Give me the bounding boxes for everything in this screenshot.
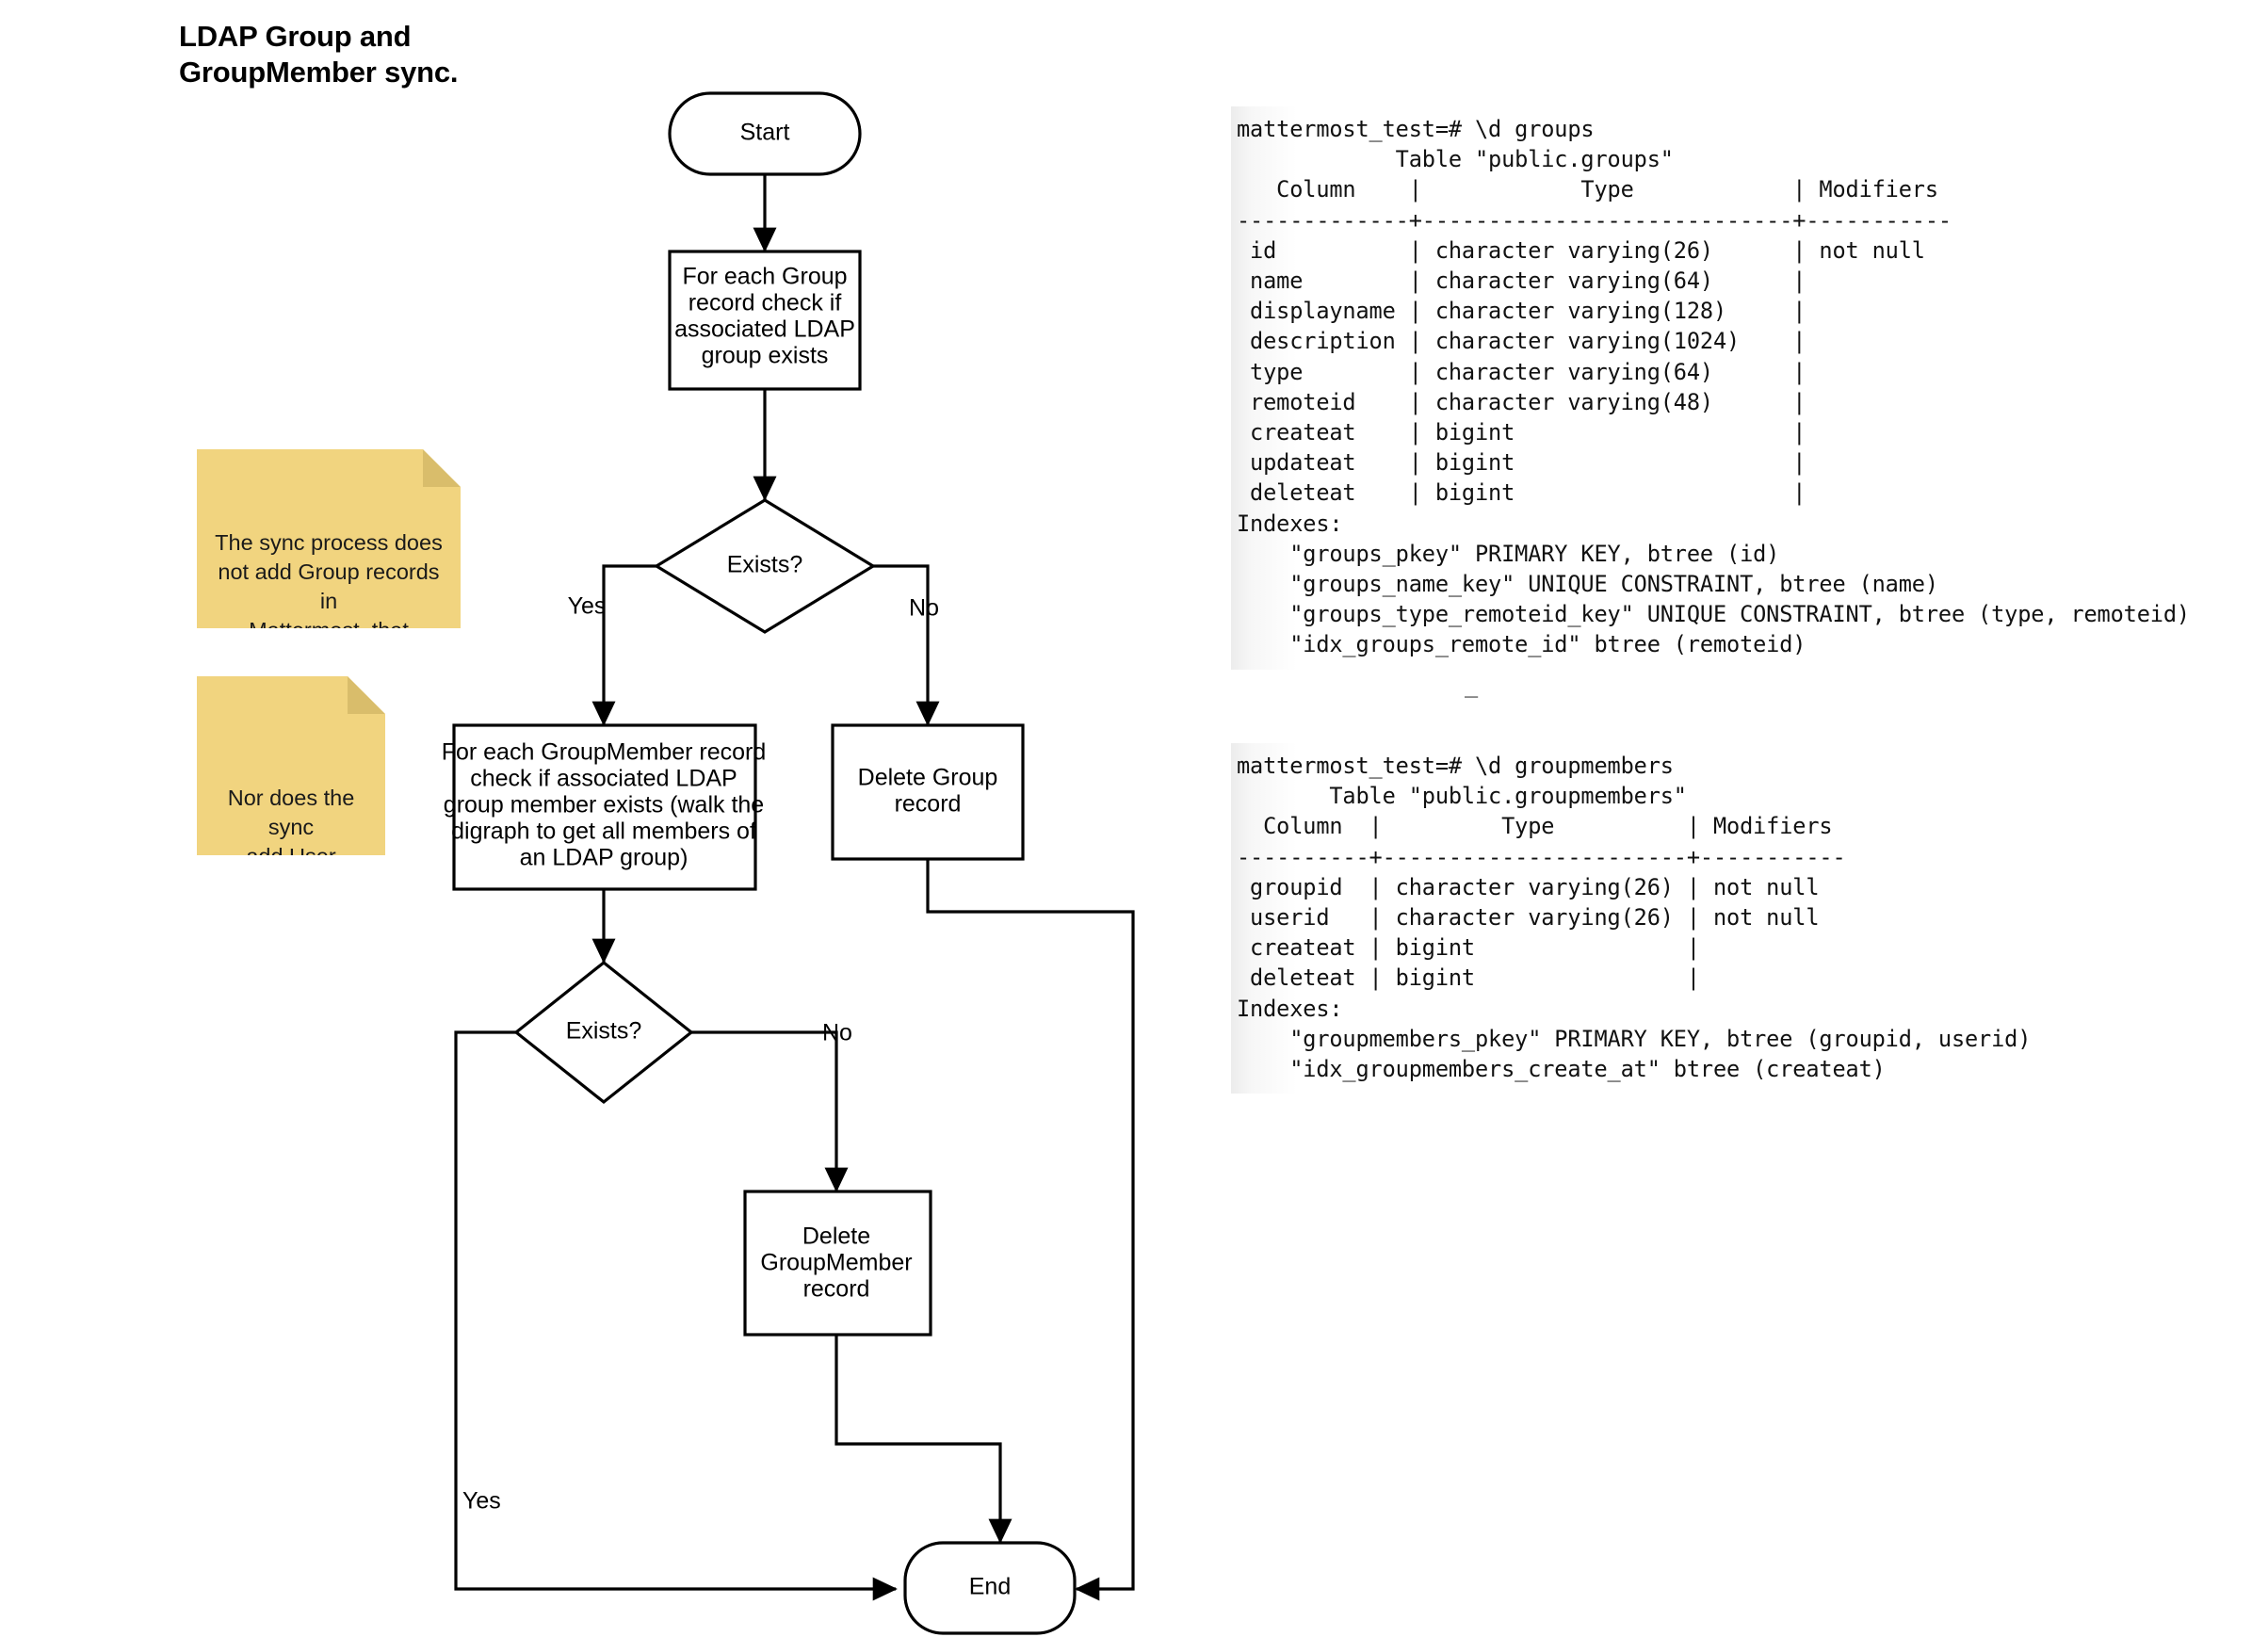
terminal-output-groupmembers: mattermost_test=# \d groupmembers Table … <box>1231 743 2031 1094</box>
node-delete-group-line1: Delete Group <box>858 765 998 791</box>
node-decision2-label: Exists? <box>566 1018 642 1045</box>
edge-label-decision2-no: No <box>822 1020 852 1046</box>
note-sync-user: Nor does the sync add User records. thos… <box>197 676 385 855</box>
edge-delete-group-to-end <box>926 859 1135 1601</box>
edge-decision1-yes <box>591 564 656 726</box>
edge-decision1-no <box>873 564 940 726</box>
node-check-groupmember[interactable]: For each GroupMember record check if ass… <box>442 723 767 891</box>
node-check-group[interactable]: For each Group record check if associate… <box>668 250 862 391</box>
node-start[interactable]: Start <box>668 91 862 176</box>
node-delete-group[interactable]: Delete Group record <box>831 723 1025 861</box>
terminal-cursor: _ <box>1465 672 1479 698</box>
node-check-groupmember-line4: digraph to get all members of <box>451 818 756 845</box>
node-delete-groupmember[interactable]: Delete GroupMember record <box>743 1190 932 1337</box>
node-decision-groupmember-exists[interactable]: Exists? <box>513 960 694 1105</box>
node-check-group-line2: record check if <box>688 290 842 316</box>
node-end[interactable]: End <box>903 1541 1077 1635</box>
node-check-group-line1: For each Group <box>682 264 847 290</box>
edge-label-decision1-no: No <box>909 595 939 622</box>
edge-label-decision1-yes: Yes <box>568 593 607 620</box>
page-title: LDAP Group and GroupMember sync. <box>179 20 459 89</box>
node-check-group-line4: group exists <box>702 343 829 369</box>
node-end-label: End <box>969 1574 1011 1600</box>
node-check-groupmember-line2: check if associated LDAP <box>470 766 737 792</box>
node-check-group-line3: associated LDAP <box>674 316 855 343</box>
edge-decision2-no <box>691 1030 849 1192</box>
node-check-groupmember-line1: For each GroupMember record <box>442 739 767 766</box>
terminal-output-groups: mattermost_test=# \d groups Table "publi… <box>1231 106 2190 670</box>
node-decision-group-exists[interactable]: Exists? <box>653 498 877 634</box>
node-delete-groupmember-line1: Delete <box>802 1224 870 1250</box>
node-delete-groupmember-line2: GroupMember <box>760 1250 912 1276</box>
node-delete-groupmember-line3: record <box>803 1276 870 1303</box>
node-start-label: Start <box>740 120 790 146</box>
edge-delete-groupmember-to-end <box>834 1334 1012 1544</box>
edge-decision2-yes-to-end <box>454 1030 898 1601</box>
node-decision1-label: Exists? <box>727 552 803 578</box>
node-check-groupmember-line5: an LDAP group) <box>520 845 688 871</box>
node-delete-group-line2: record <box>895 791 962 818</box>
edge-label-decision2-yes: Yes <box>462 1488 501 1515</box>
node-check-groupmember-line3: group member exists (walk the <box>444 792 764 818</box>
note-sync-group: The sync process does not add Group reco… <box>197 449 461 628</box>
